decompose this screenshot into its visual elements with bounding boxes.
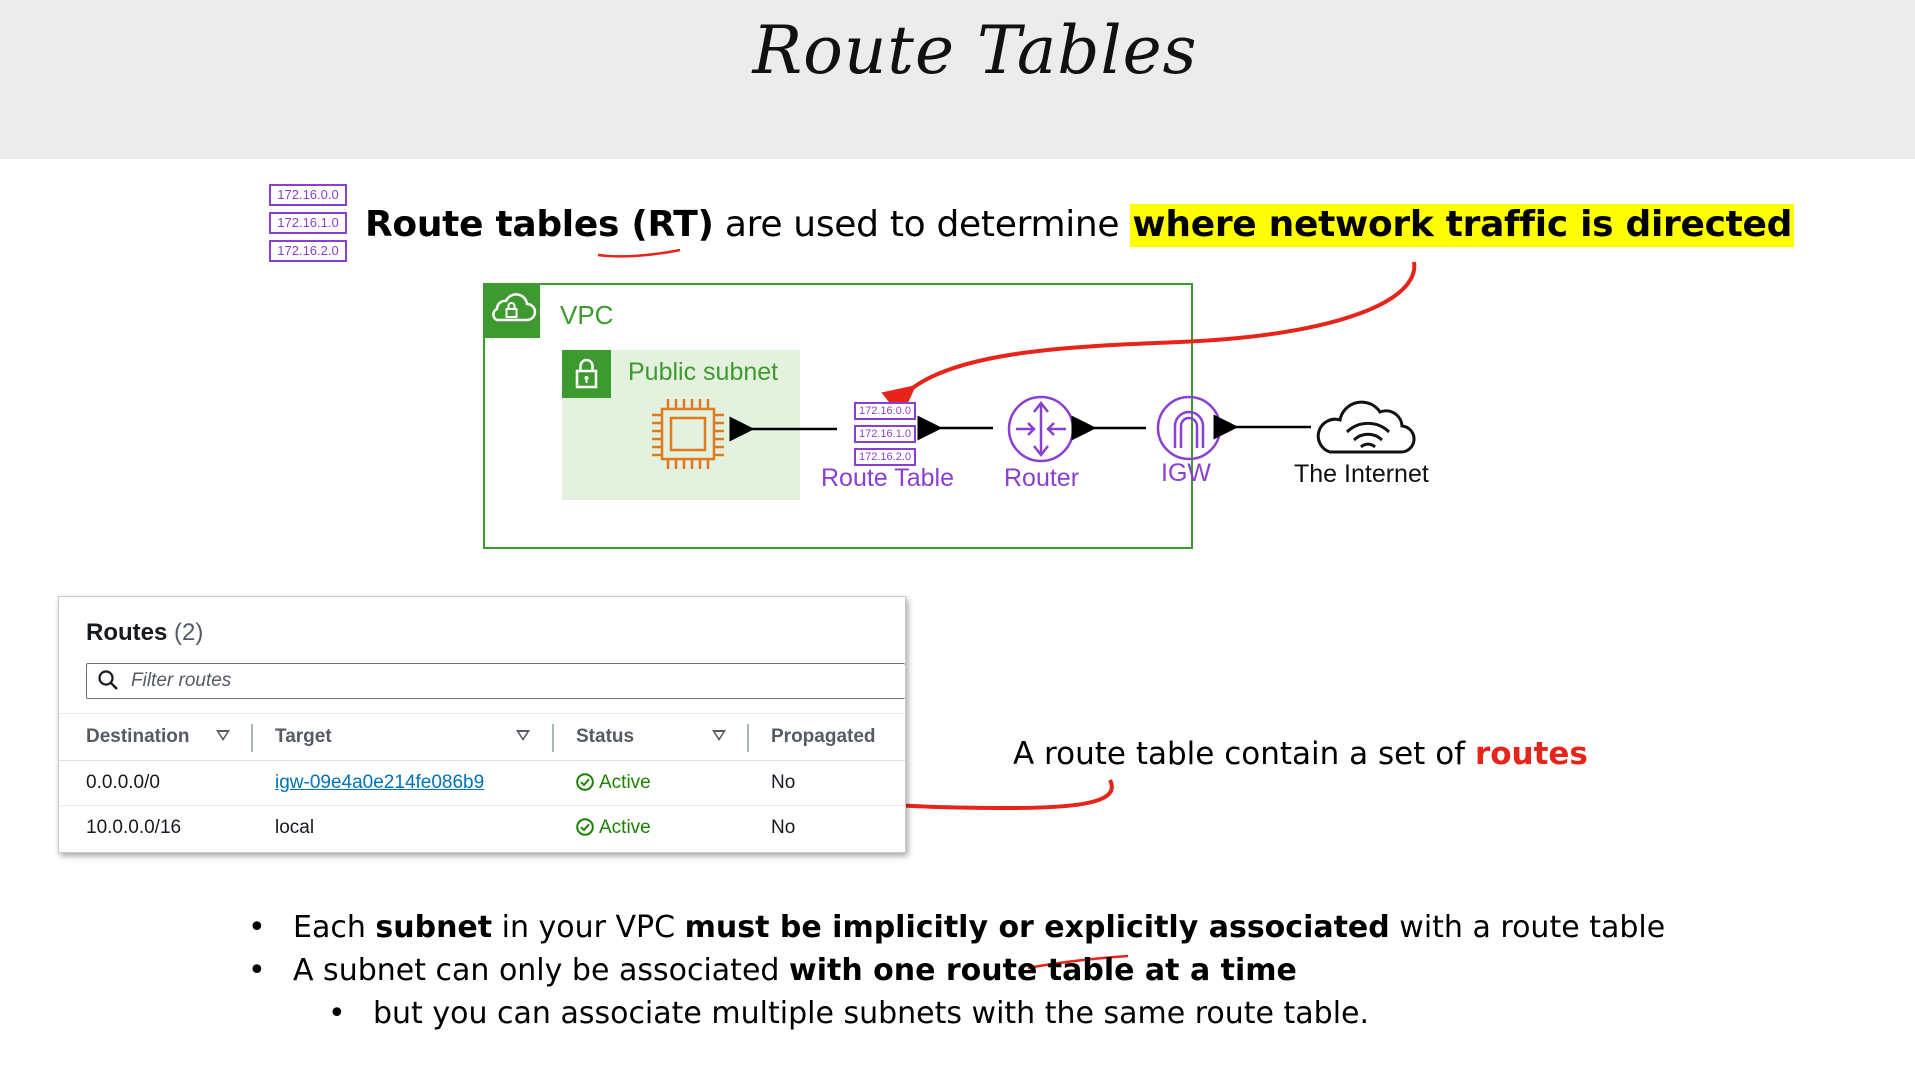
padlock-icon xyxy=(562,350,611,398)
status-badge: Active xyxy=(576,817,651,839)
cloud-lock-icon xyxy=(483,283,540,338)
routes-note: A route table contain a set of routes xyxy=(1013,736,1588,772)
routes-note-text: A route table contain a set of xyxy=(1013,736,1475,772)
bullet-item: • A subnet can only be associated with o… xyxy=(248,953,1297,988)
column-divider[interactable] xyxy=(552,724,554,752)
vpc-label: VPC xyxy=(560,300,614,330)
bullet-text: with a route table xyxy=(1389,910,1666,945)
routes-title-text: Routes xyxy=(86,619,168,646)
route-table-icon: 172.16.0.0 172.16.1.0 172.16.2.0 xyxy=(269,184,347,268)
routes-note-emphasis: routes xyxy=(1474,736,1588,772)
column-target[interactable]: Target xyxy=(275,726,332,747)
routes-table-header: Destination Target Status Propagated xyxy=(59,713,905,761)
column-destination[interactable]: Destination xyxy=(86,726,190,747)
internet-cloud-icon xyxy=(1316,400,1416,454)
table-row: 0.0.0.0/0 igw-09e4a0e214fe086b9 Active N… xyxy=(59,760,905,806)
column-propagated[interactable]: Propagated xyxy=(771,726,876,747)
route-table-cell: 172.16.2.0 xyxy=(854,448,916,466)
igw-target-link[interactable]: igw-09e4a0e214fe086b9 xyxy=(275,772,485,793)
routes-title: Routes (2) xyxy=(86,619,203,647)
sort-target-icon[interactable] xyxy=(516,730,530,741)
filter-routes-field[interactable] xyxy=(86,663,905,699)
bullet-item: • Each subnet in your VPC must be implic… xyxy=(248,910,1666,945)
internet-label: The Internet xyxy=(1294,460,1429,488)
bullet-bold: with one route table at a time xyxy=(788,953,1297,988)
cell-propagated: No xyxy=(771,772,796,793)
check-circle-icon xyxy=(576,818,594,836)
status-text: Active xyxy=(599,772,651,793)
bullet-text: A subnet can only be associated xyxy=(293,953,789,988)
public-subnet-label: Public subnet xyxy=(628,358,779,386)
route-table-cell: 172.16.0.0 xyxy=(854,402,916,420)
column-divider[interactable] xyxy=(747,724,749,752)
filter-routes-input[interactable] xyxy=(131,666,831,696)
headline: Route tables (RT) are used to determine … xyxy=(365,204,1795,247)
bullet-bold: subnet xyxy=(375,910,493,945)
bullet-marker: • xyxy=(328,996,346,1031)
bullet-text: in your VPC xyxy=(492,910,685,945)
headline-highlight: where network traffic is directed xyxy=(1130,204,1795,247)
sort-status-icon[interactable] xyxy=(712,730,726,741)
cell-destination: 0.0.0.0/0 xyxy=(86,772,160,793)
headline-text: are used to determine xyxy=(713,204,1131,245)
bullet-bold: must be implicitly or explicitly associa… xyxy=(684,910,1390,945)
sub-bullet-item: • but you can associate multiple subnets… xyxy=(328,996,1370,1031)
sort-destination-icon[interactable] xyxy=(216,730,230,741)
bullet-text: but you can associate multiple subnets w… xyxy=(373,996,1370,1031)
column-divider[interactable] xyxy=(251,724,253,752)
route-table-cell: 172.16.2.0 xyxy=(269,240,347,262)
headline-term: Route tables (RT) xyxy=(365,204,714,245)
bullet-text: Each xyxy=(293,910,376,945)
table-row: 10.0.0.0/16 local Active No xyxy=(59,805,905,850)
bullet-marker: • xyxy=(248,953,266,988)
annotation-arrow-to-routes xyxy=(849,779,1114,817)
column-status[interactable]: Status xyxy=(576,726,635,747)
search-icon xyxy=(98,670,118,690)
status-badge: Active xyxy=(576,772,651,794)
annotation-underline xyxy=(597,248,681,258)
router-label: Router xyxy=(1004,464,1080,492)
slide-title: Route Tables xyxy=(752,12,1198,89)
title-band xyxy=(0,0,1915,159)
bullet-marker: • xyxy=(248,910,266,945)
status-text: Active xyxy=(599,817,651,838)
route-table-icon: 172.16.0.0 172.16.1.0 172.16.2.0 xyxy=(854,402,916,471)
route-table-cell: 172.16.0.0 xyxy=(269,184,347,206)
igw-label: IGW xyxy=(1161,459,1211,487)
routes-panel: Routes (2) Destination Target Status Pro… xyxy=(58,596,906,853)
cell-target: local xyxy=(275,817,315,838)
cell-propagated: No xyxy=(771,817,796,838)
cell-destination: 10.0.0.0/16 xyxy=(86,817,182,838)
routes-count: (2) xyxy=(174,619,204,646)
check-circle-icon xyxy=(576,773,594,791)
route-table-cell: 172.16.1.0 xyxy=(854,425,916,443)
route-table-label: Route Table xyxy=(821,464,954,492)
route-table-cell: 172.16.1.0 xyxy=(269,212,347,234)
